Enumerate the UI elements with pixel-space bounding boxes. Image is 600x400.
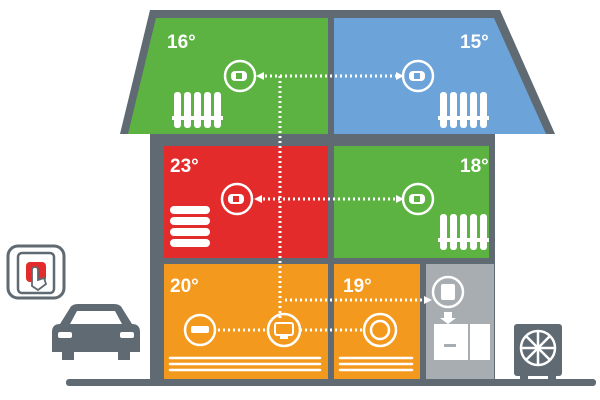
smartphone-touch-icon <box>6 244 66 300</box>
round-thermostat-icon <box>362 312 398 348</box>
radiator-icon <box>438 92 489 128</box>
underfloor-heating-icon <box>168 356 414 372</box>
room-bottom-left <box>164 264 328 379</box>
temp-top-right: 15° <box>460 32 489 53</box>
radiator-icon <box>438 214 489 250</box>
water-tank-icon <box>470 324 490 360</box>
boiler-detail <box>444 344 456 347</box>
ground-line <box>66 379 596 386</box>
arrow-heads <box>254 72 432 304</box>
radiator-valve-icon <box>223 59 257 93</box>
temp-mid-right: 18° <box>460 156 489 177</box>
car-icon <box>52 304 140 360</box>
boiler-controller-icon <box>431 275 465 309</box>
temp-bottom-left: 20° <box>170 276 199 297</box>
temp-bottom-middle: 19° <box>343 276 372 297</box>
room-top-left <box>128 18 328 134</box>
temp-top-left: 16° <box>167 32 196 53</box>
radiator-valve-icon <box>220 182 254 216</box>
temp-mid-left: 23° <box>170 156 199 177</box>
boiler-icon <box>434 324 468 360</box>
radiator-valve-icon <box>401 182 435 216</box>
hub-display-icon <box>266 312 302 348</box>
heat-pump-icon <box>514 324 562 380</box>
down-arrow-icon <box>440 312 456 324</box>
radiator-icon <box>170 206 210 247</box>
room-top-right <box>334 18 546 134</box>
radiator-icon <box>172 92 223 128</box>
heating-controller-icon <box>183 313 217 347</box>
radiator-valve-icon <box>401 59 435 93</box>
